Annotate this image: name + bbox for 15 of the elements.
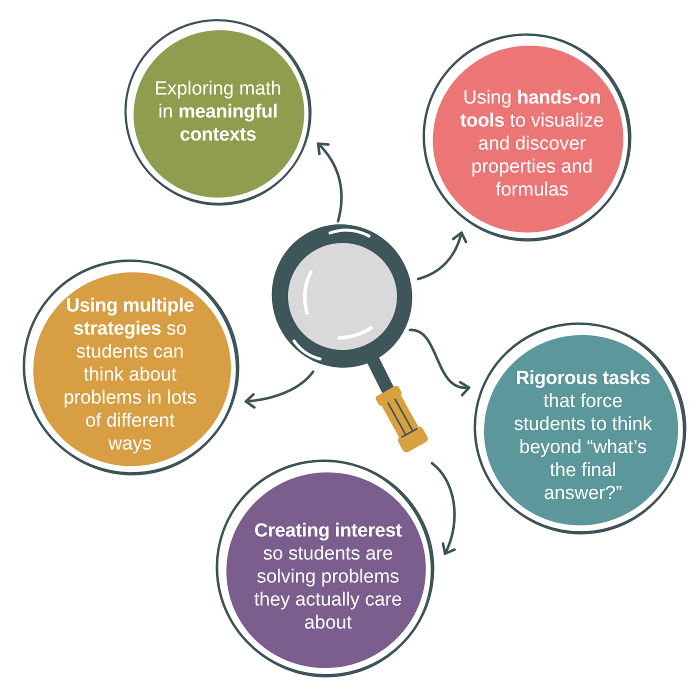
topic-circle: [421, 31, 633, 243]
arrow: [244, 370, 314, 408]
topic-text: Rigorous tasks that force students to think beyond “what’s the final answer?”: [512, 367, 654, 505]
arrow: [416, 231, 467, 280]
topic-text: Using hands-on tools to visualize and discover properties and formulas: [459, 86, 605, 202]
arrow: [316, 142, 343, 222]
topic-text: Using multiple strategies so students can think about problems in lots of different ways: [62, 294, 198, 456]
topic-circle: [472, 320, 688, 536]
topic-text: Exploring math in meaningful contexts: [154, 78, 282, 146]
topic-circle: [214, 457, 436, 679]
topic-circle: [21, 257, 241, 477]
arrow: [408, 328, 470, 396]
topic-circle: [123, 17, 313, 207]
topic-text: Creating interest so students are solving problems they actually care about: [253, 520, 403, 634]
arrow: [430, 462, 456, 555]
